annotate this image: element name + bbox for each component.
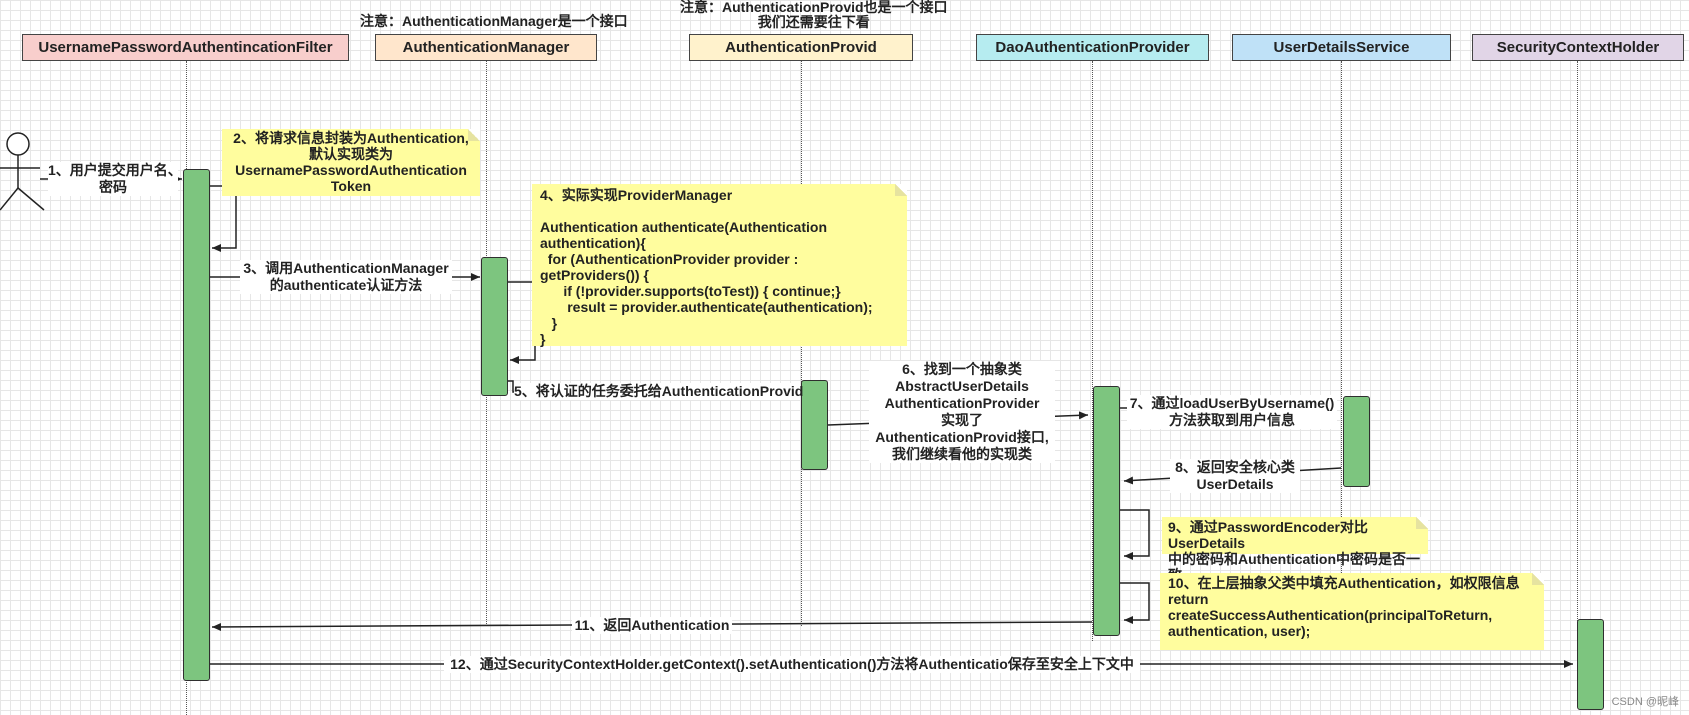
participant-authentication-manager: AuthenticationManager: [375, 34, 597, 61]
message-1-label: 1、用户提交用户名、 密码: [48, 162, 182, 196]
message-8-line2: UserDetails: [1196, 476, 1274, 492]
note-10: 10、在上层抽象父类中填充Authentication，如权限信息 return…: [1160, 573, 1544, 650]
message-8-line1: 8、返回安全核心类: [1175, 459, 1295, 475]
message-3-line1: 3、调用AuthenticationManager: [243, 260, 449, 276]
participant-user-details-service: UserDetailsService: [1232, 34, 1451, 61]
message-8-label: 8、返回安全核心类 UserDetails: [1170, 459, 1300, 493]
note-9: 9、通过PasswordEncoder对比UserDetails 中的密码和Au…: [1162, 517, 1428, 583]
lifeline-user-details-service: [1341, 61, 1342, 641]
message-7-label: 7、通过loadUserByUsername() 方法获取到用户信息: [1127, 395, 1337, 429]
message-6-label: 6、找到一个抽象类 AbstractUserDetails Authentica…: [869, 361, 1055, 463]
lifeline-security-context-holder: [1577, 61, 1578, 621]
watermark: CSDN @昵峰: [1611, 696, 1679, 708]
note-4-code: Authentication authenticate(Authenticati…: [540, 219, 873, 347]
message-1-line1: 1、用户提交用户名、: [48, 162, 182, 178]
lifeline-dao-authentication-provider: [1092, 61, 1093, 641]
participant-filter: UsernamePasswordAuthentincationFilter: [22, 34, 349, 61]
activation-authentication-provid: [801, 380, 828, 470]
provid-interface-note: 注意：AuthenticationProvid也是一个接口 我们还需要往下看: [680, 0, 948, 30]
note-2: 2、将请求信息封装为Authentication, 默认实现类为 Usernam…: [222, 129, 480, 196]
message-7-line1: 7、通过loadUserByUsername(): [1129, 395, 1335, 411]
participant-security-context-holder: SecurityContextHolder: [1472, 34, 1684, 61]
participant-dao-authentication-provider: DaoAuthenticationProvider: [976, 34, 1209, 61]
activation-security-context-holder: [1577, 619, 1604, 710]
activation-user-details-service: [1343, 396, 1370, 487]
manager-interface-note: 注意：AuthenticationManager是一个接口: [360, 13, 628, 29]
message-7-line2: 方法获取到用户信息: [1169, 412, 1295, 428]
note-4-title: 4、实际实现ProviderManager: [540, 187, 733, 203]
message-3-line2: 的authenticate认证方法: [269, 277, 423, 293]
message-1-line2: 密码: [99, 179, 127, 195]
message-5-label: 5、将认证的任务委托给AuthenticationProvid: [514, 383, 804, 400]
provid-note-line2: 我们还需要往下看: [757, 14, 870, 30]
activation-filter: [183, 169, 210, 681]
activation-authentication-manager: [481, 257, 508, 396]
message-3-label: 3、调用AuthenticationManager 的authenticate认…: [240, 260, 452, 294]
note-4: 4、实际实现ProviderManager Authentication aut…: [532, 184, 907, 347]
message-12-label: 12、通过SecurityContextHolder.getContext().…: [444, 656, 1140, 673]
message-11-label: 11、返回Authentication: [572, 617, 732, 634]
user-actor-icon: [0, 132, 45, 211]
note-9-line1: 9、通过PasswordEncoder对比UserDetails: [1168, 519, 1368, 551]
provid-note-line1: 注意：AuthenticationProvid也是一个接口: [680, 0, 948, 15]
activation-dao-authentication-provider: [1093, 386, 1120, 636]
participant-authentication-provid: AuthenticationProvid: [689, 34, 913, 61]
